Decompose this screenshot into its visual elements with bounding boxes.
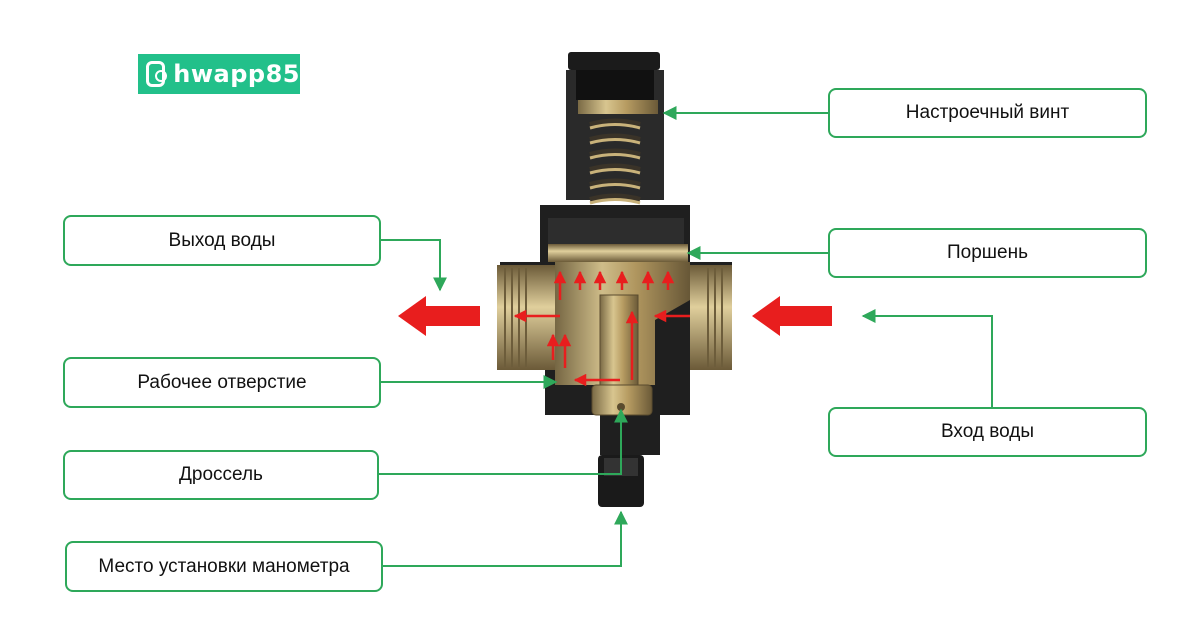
label-water-inlet: Вход воды	[828, 407, 1147, 457]
logo-mark-icon	[146, 61, 168, 87]
label-piston: Поршень	[828, 228, 1147, 278]
label-water-outlet: Выход воды	[63, 215, 381, 266]
inlet-flow-arrow	[752, 296, 832, 336]
spring	[589, 118, 641, 218]
inlet-port	[690, 265, 732, 370]
label-gauge-port: Место установки манометра	[65, 541, 383, 592]
outlet-flow-arrow	[398, 296, 480, 336]
label-adjusting-screw: Настроечный винт	[828, 88, 1147, 138]
brand-logo: hwapp85	[138, 54, 300, 94]
callout-lines	[379, 106, 993, 567]
logo-text: hwapp85	[173, 60, 300, 88]
flow-arrows	[513, 270, 690, 387]
label-working-hole: Рабочее отверстие	[63, 357, 381, 408]
label-throttle: Дроссель	[63, 450, 379, 500]
piston	[548, 244, 688, 262]
